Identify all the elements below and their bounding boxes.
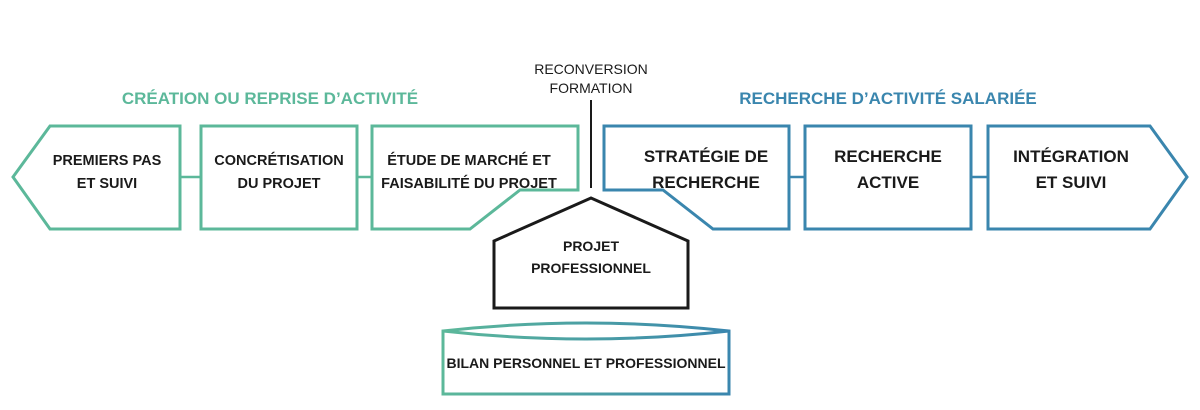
step-etude-marche: ÉTUDE DE MARCHÉ ET FAISABILITÉ DU PROJET <box>370 124 580 231</box>
step-strategie-line2: RECHERCHE <box>652 173 760 192</box>
left-section-title: CRÉATION OU REPRISE D’ACTIVITÉ <box>122 89 418 108</box>
base-label: BILAN PERSONNEL ET PROFESSIONNEL <box>447 355 726 371</box>
step-premiers-pas-line1: PREMIERS PAS <box>53 153 162 169</box>
step-strategie-line1: STRATÉGIE DE <box>644 147 768 166</box>
step-strategie: STRATÉGIE DE RECHERCHE <box>602 124 791 231</box>
step-etude-marche-shape <box>370 124 580 231</box>
base-cylinder-rim <box>442 329 730 341</box>
step-recherche-active-shape <box>803 124 973 231</box>
step-etude-marche-line2: FAISABILITÉ DU PROJET <box>381 175 557 192</box>
step-etude-marche-line1: ÉTUDE DE MARCHÉ ET <box>387 152 551 169</box>
step-integration-shape <box>986 124 1189 231</box>
step-concretisation: CONCRÉTISATION DU PROJET <box>199 124 359 231</box>
right-section-title: RECHERCHE D’ACTIVITÉ SALARIÉE <box>739 89 1037 108</box>
step-integration: INTÉGRATION ET SUIVI <box>986 124 1189 231</box>
formation-label: FORMATION <box>550 80 633 96</box>
step-premiers-pas-shape <box>11 124 182 231</box>
step-strategie-shape <box>602 124 791 231</box>
projet-professionnel-house: PROJET PROFESSIONNEL <box>492 196 690 310</box>
step-integration-line1: INTÉGRATION <box>1013 147 1129 166</box>
step-concretisation-line2: DU PROJET <box>238 176 321 192</box>
step-premiers-pas-line2: ET SUIVI <box>77 176 137 192</box>
step-recherche-active-line1: RECHERCHE <box>834 147 942 166</box>
house-line2: PROFESSIONNEL <box>531 260 651 276</box>
step-recherche-active-line2: ACTIVE <box>857 173 919 192</box>
step-concretisation-line1: CONCRÉTISATION <box>214 152 343 169</box>
step-premiers-pas: PREMIERS PAS ET SUIVI <box>11 124 182 231</box>
step-integration-line2: ET SUIVI <box>1036 173 1107 192</box>
house-shape <box>492 196 690 310</box>
step-recherche-active: RECHERCHE ACTIVE <box>803 124 973 231</box>
step-concretisation-shape <box>199 124 359 231</box>
bilan-base: BILAN PERSONNEL ET PROFESSIONNEL <box>441 321 731 396</box>
house-line1: PROJET <box>563 238 619 254</box>
reconversion-label: RECONVERSION <box>534 61 648 77</box>
